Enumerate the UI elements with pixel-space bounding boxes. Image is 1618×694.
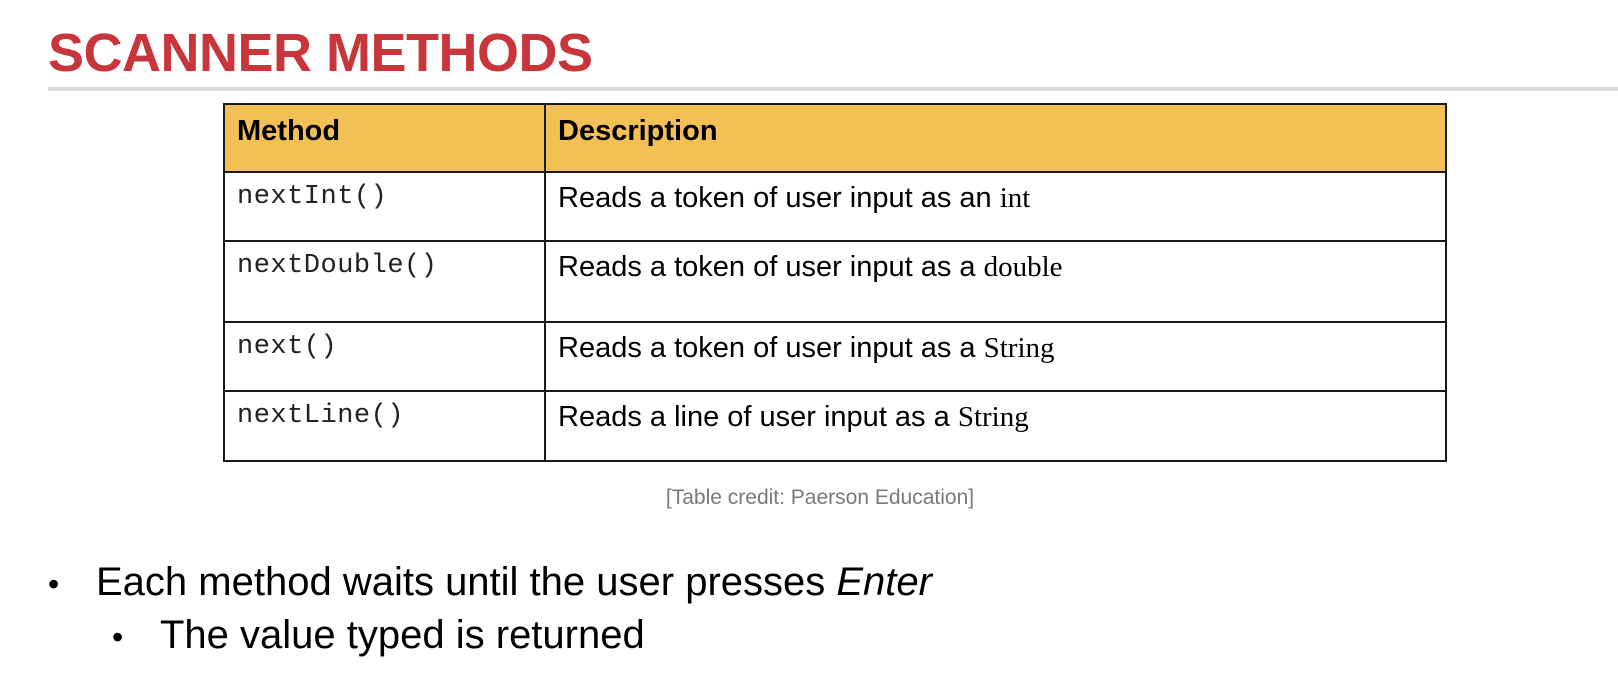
bullet-text: Each method waits until the user presses xyxy=(96,560,837,604)
table-row: nextLine() Reads a line of user input as… xyxy=(223,390,1447,462)
scanner-methods-table: Method Description nextInt() Reads a tok… xyxy=(223,103,1447,462)
description-type: double xyxy=(983,251,1063,283)
description-type: String xyxy=(957,401,1029,433)
description-text: Reads a token of user input as an xyxy=(558,182,1000,214)
table-header-row: Method Description xyxy=(223,103,1447,173)
method-name: next() xyxy=(223,321,546,392)
header-description: Description xyxy=(544,103,1447,173)
method-description: Reads a token of user input as an int xyxy=(544,171,1447,242)
description-type: int xyxy=(999,182,1031,214)
method-description: Reads a token of user input as a String xyxy=(544,321,1447,392)
table-credit: [Table credit: Paerson Education] xyxy=(665,486,975,509)
method-description: Reads a line of user input as a String xyxy=(544,390,1447,462)
method-name: nextDouble() xyxy=(223,240,546,323)
slide-title: SCANNER METHODS xyxy=(48,23,593,83)
table-row: nextDouble() Reads a token of user input… xyxy=(223,240,1447,323)
description-type: String xyxy=(983,332,1055,364)
method-name: nextInt() xyxy=(223,171,546,242)
bullet-item: • Each method waits until the user presse… xyxy=(48,558,932,608)
title-divider xyxy=(48,87,1618,91)
description-text: Reads a line of user input as a xyxy=(558,401,958,433)
bullet-emphasis: Enter xyxy=(836,560,932,604)
bullet-marker: • xyxy=(48,566,60,602)
sub-bullet-text: The value typed is returned xyxy=(160,613,645,657)
description-text: Reads a token of user input as a xyxy=(558,251,984,283)
method-description: Reads a token of user input as a double xyxy=(544,240,1447,323)
method-name: nextLine() xyxy=(223,390,546,462)
table-row: nextInt() Reads a token of user input as… xyxy=(223,171,1447,242)
table-row: next() Reads a token of user input as a … xyxy=(223,321,1447,392)
description-text: Reads a token of user input as a xyxy=(558,332,984,364)
bullet-marker: • xyxy=(112,619,124,655)
sub-bullet-item: • The value typed is returned xyxy=(112,611,645,661)
header-method: Method xyxy=(223,103,546,173)
